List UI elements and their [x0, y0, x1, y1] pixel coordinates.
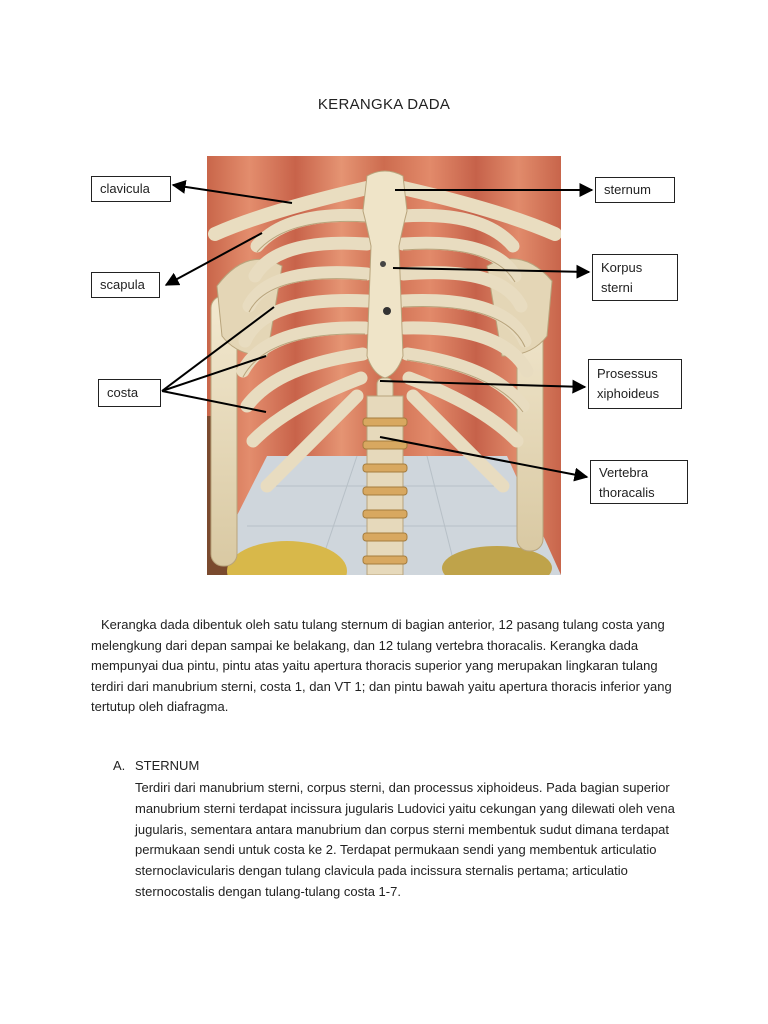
label-korpus-line2: sterni	[601, 280, 633, 295]
intro-paragraph: Kerangka dada dibentuk oleh satu tulang …	[91, 617, 672, 714]
label-clavicula-text: clavicula	[100, 181, 150, 196]
thorax-skeleton-photo	[207, 156, 561, 575]
label-costa-text: costa	[107, 385, 139, 400]
label-prosessus-line1: Prosessus	[597, 366, 658, 381]
label-korpus-sterni: Korpus sterni	[592, 254, 678, 301]
label-prosessus-line2: xiphoideus	[597, 386, 660, 401]
label-prosessus-xiphoideus: Prosessus xiphoideus	[588, 359, 682, 409]
section-number: A.	[113, 758, 126, 773]
label-vertebra-line2: thoracalis	[599, 485, 655, 500]
label-clavicula: clavicula	[91, 176, 171, 202]
label-sternum-text: sternum	[604, 182, 651, 197]
label-sternum: sternum	[595, 177, 675, 203]
label-scapula: scapula	[91, 272, 160, 298]
label-costa: costa	[98, 379, 161, 407]
page-title: KERANGKA DADA	[317, 96, 451, 113]
section-title: STERNUM	[135, 758, 200, 773]
section-body: Terdiri dari manubrium sterni, corpus st…	[135, 780, 675, 899]
section-heading: A. STERNUM	[113, 758, 199, 773]
label-scapula-text: scapula	[100, 277, 145, 292]
label-vertebra-thoracalis: Vertebra thoracalis	[590, 460, 688, 504]
label-vertebra-line1: Vertebra	[599, 465, 649, 480]
label-korpus-line1: Korpus	[601, 260, 643, 275]
